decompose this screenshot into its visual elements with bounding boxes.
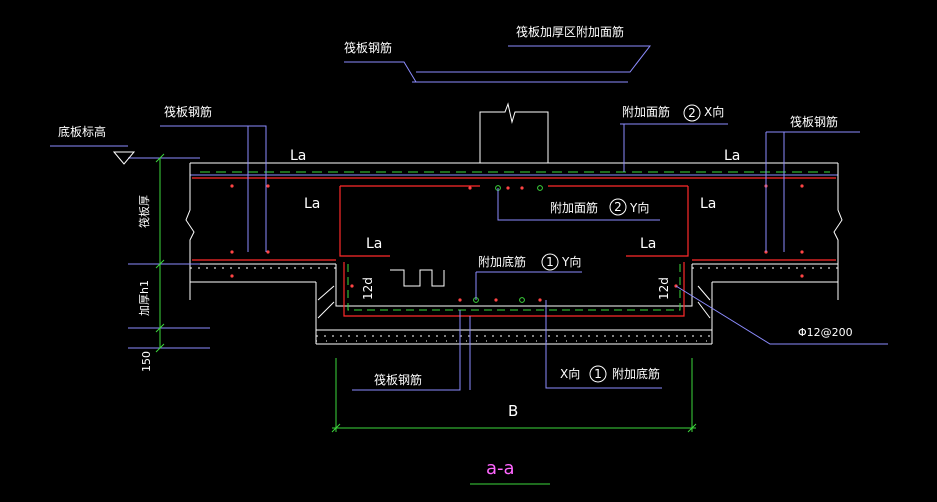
- elevation-marker: [112, 151, 136, 165]
- label-slab-bottom-elevation: 底板标高: [58, 124, 106, 139]
- circle-label-1x: 1: [594, 367, 602, 381]
- label-la-low-left: La: [366, 236, 382, 252]
- label-raft-rebar-top: 筏板钢筋: [344, 40, 392, 55]
- green-rebar-circles: [473, 185, 543, 303]
- label-bottom-rebar-1y-dir: Y向: [561, 254, 581, 269]
- circle-markers: [541, 104, 701, 383]
- label-raft-rebar-right: 筏板钢筋: [790, 114, 838, 129]
- circle-label-2y: 2: [614, 200, 622, 214]
- label-bottom-rebar-1x-dir: X向: [560, 366, 580, 381]
- dimension-lines: [155, 153, 697, 485]
- rebar-dots: [230, 184, 804, 302]
- leader-lines: [50, 45, 888, 391]
- label-12d-right: 12d: [657, 277, 671, 300]
- label-raft-thickness: 筏板厚: [137, 195, 151, 228]
- label-top-rebar-2x: 附加面筋: [622, 104, 670, 119]
- label-dim-150: 150: [140, 351, 153, 372]
- label-la-mid-left: La: [304, 196, 320, 212]
- label-bottom-rebar-1y: 附加底筋: [478, 254, 526, 269]
- label-la-mid-right: La: [700, 196, 716, 212]
- circle-label-1y: 1: [546, 255, 554, 269]
- label-rebar-spec: Φ12@200: [798, 326, 853, 339]
- label-thickened-zone-top-rebar: 筏板加厚区附加面筋: [516, 24, 624, 39]
- label-la-top-left: La: [290, 148, 306, 164]
- circle-label-2x: 2: [688, 106, 696, 120]
- label-width-b: B: [508, 402, 518, 420]
- concrete-outline: [185, 102, 843, 345]
- main-rebar: [192, 177, 836, 317]
- label-raft-rebar-left: 筏板钢筋: [164, 104, 212, 119]
- label-raft-rebar-bottom: 筏板钢筋: [374, 372, 422, 387]
- circle-numbers: 2 2 1 1: [546, 106, 696, 381]
- label-la-low-right: La: [640, 236, 656, 252]
- label-top-rebar-2y-dir: Y向: [629, 200, 649, 215]
- section-title: a-a: [486, 458, 515, 479]
- label-added-thickness: 加厚h1: [138, 280, 151, 316]
- label-la-top-right: La: [724, 148, 740, 164]
- additional-rebar: [200, 171, 830, 311]
- label-bottom-rebar-1x: 附加底筋: [612, 366, 660, 381]
- label-top-rebar-2y: 附加面筋: [550, 200, 598, 215]
- text-labels: 筏板钢筋 筏板加厚区附加面筋 底板标高 筏板钢筋 附加面筋 X向 筏板钢筋 附加…: [58, 24, 853, 479]
- label-12d-left: 12d: [361, 277, 375, 300]
- label-top-rebar-2x-dir: X向: [704, 104, 724, 119]
